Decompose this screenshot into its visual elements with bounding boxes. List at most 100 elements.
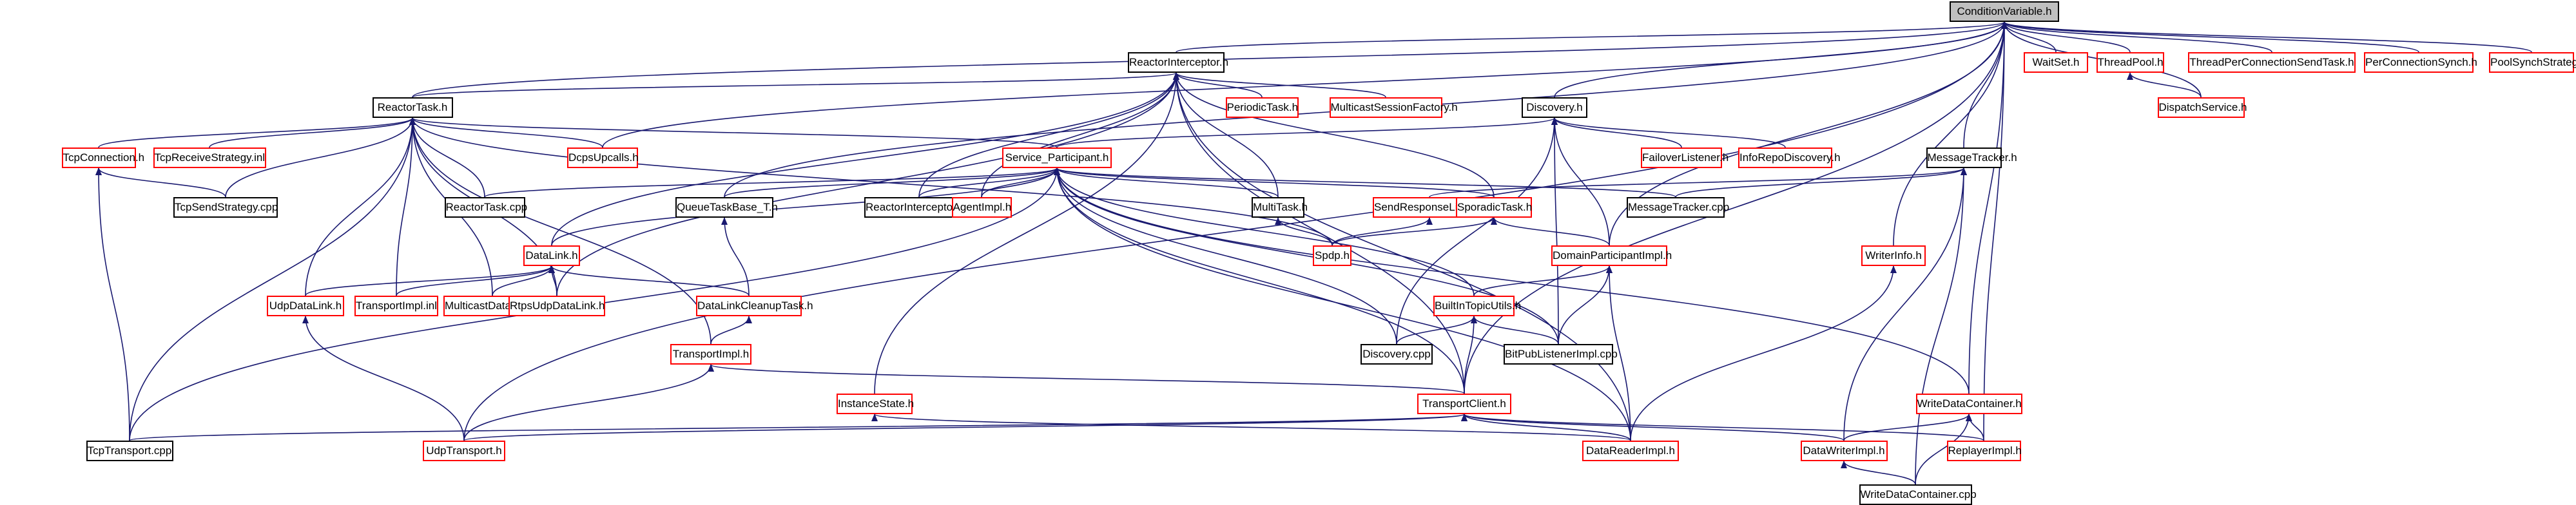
edge-rtcpp-to-rt (409, 117, 485, 198)
edge-trs-to-rt (209, 117, 416, 148)
graph-node-udl[interactable]: UdpDataLink.h (267, 296, 344, 316)
graph-node-qtb[interactable]: QueueTaskBase_T.h (675, 197, 778, 218)
edge-rt-to-ri (412, 72, 1179, 98)
edge-dl-to-sp (551, 167, 1060, 246)
graph-node-dwi[interactable]: DataWriterImpl.h (1800, 441, 1888, 461)
edge-udl-to-rt (305, 117, 416, 296)
edge-rpi-to-cv (1983, 21, 2008, 441)
edge-sp-to-disc (1056, 117, 1558, 148)
graph-node-sp[interactable]: Service_Participant.h (1002, 148, 1112, 168)
edge-st-to-sp (1054, 167, 1495, 198)
graph-node-ws[interactable]: WaitSet.h (2024, 52, 2088, 73)
edge-ird-to-disc (1551, 117, 1786, 148)
graph-node-tpcst[interactable]: ThreadPerConnectionSendTask.h (2188, 52, 2356, 73)
graph-node-tc[interactable]: TcpConnection.h (61, 148, 144, 168)
graph-node-disc[interactable]: Discovery.h (1522, 97, 1587, 118)
graph-node-du[interactable]: DcpsUpcalls.h (567, 148, 639, 168)
edge-tpcst-to-cv (2001, 21, 2272, 53)
graph-node-rtcpp[interactable]: ReactorTask.cpp (444, 197, 527, 218)
graph-node-bpli[interactable]: BitPubListenerImpl.cpp (1504, 344, 1618, 365)
edge-mtask-to-sp (1054, 167, 1279, 198)
edge-wdc-to-sp (1054, 167, 1970, 394)
edge-dwi-to-wdc (1843, 414, 1972, 441)
graph-node-dl[interactable]: DataLink.h (523, 245, 580, 266)
graph-node-tss[interactable]: TcpSendStrategy.cpp (173, 197, 278, 218)
edge-ti-to-rt (396, 117, 416, 296)
graph-node-spdp[interactable]: Spdp.h (1313, 245, 1351, 266)
edge-ttcpp-to-rt (129, 117, 416, 441)
graph-node-msf[interactable]: MulticastSessionFactory.h (1329, 97, 1458, 118)
edge-dl-to-ri (551, 72, 1179, 246)
graph-node-ird[interactable]: InfoRepoDiscovery.h (1738, 148, 1841, 168)
graph-node-rudl[interactable]: RtpsUdpDataLink.h (508, 296, 605, 316)
graph-node-st[interactable]: SporadicTask.h (1456, 197, 1532, 218)
edge-wdc-to-cv (1968, 21, 2008, 394)
graph-node-wi[interactable]: WriterInfo.h (1861, 245, 1926, 266)
edge-spdp-to-srl (1332, 217, 1433, 246)
graph-node-btu[interactable]: BuiltInTopicUtils.h (1433, 296, 1521, 316)
graph-node-mt[interactable]: MessageTracker.h (1926, 148, 2017, 168)
edge-sp-to-rt (409, 117, 1058, 148)
graph-node-ds[interactable]: DispatchService.h (2157, 97, 2247, 118)
edge-tss-to-tc (95, 167, 226, 198)
graph-node-ttcpp[interactable]: TcpTransport.cpp (86, 441, 173, 461)
edge-rpi-to-tcl (1461, 414, 1984, 441)
graph-node-tcl[interactable]: TransportClient.h (1417, 394, 1511, 414)
graph-node-cv[interactable]: ConditionVariable.h (1950, 1, 2059, 22)
edge-tcl-to-sp (1054, 167, 1465, 394)
edge-ttcpp-to-tcl (129, 414, 1467, 441)
edge-dlct-to-dl (548, 265, 750, 296)
edge-btu-to-dpi (1473, 265, 1612, 296)
graph-node-is[interactable]: InstanceState.h (837, 394, 914, 414)
edge-wi-to-cv (1893, 21, 2008, 246)
graph-node-mtcpp[interactable]: MessageTracker.cpp (1627, 197, 1729, 218)
edge-tc-to-rt (98, 117, 416, 148)
graph-node-trs[interactable]: TcpReceiveStrategy.inl (153, 148, 266, 168)
edge-dri-to-wi (1630, 265, 1897, 441)
edge-ds-to-tp (2127, 72, 2202, 98)
edge-disccpp-to-sp (1054, 167, 1397, 345)
graph-node-pt[interactable]: PeriodicTask.h (1225, 97, 1299, 118)
graph-node-rpi[interactable]: ReplayerImpl.h (1946, 441, 2022, 461)
graph-node-dpi[interactable]: DomainParticipantImpl.h (1551, 245, 1672, 266)
edge-ut-to-tcl (463, 414, 1467, 441)
edge-bpli-to-dpi (1558, 265, 1612, 345)
edge-mtcpp-to-sp (1054, 167, 1676, 198)
edge-dri-to-dpi (1606, 265, 1631, 441)
edge-spdp-to-mtask (1275, 217, 1333, 246)
graph-node-mtask[interactable]: MultiTask.h (1252, 197, 1308, 218)
edge-wdccpp-to-mt (1915, 167, 1967, 485)
graph-node-ai[interactable]: AgentImpl.h (951, 197, 1012, 218)
edge-tcl-to-btu (1464, 316, 1477, 394)
edge-disc-to-cv (1554, 21, 2008, 98)
graph-node-wdc[interactable]: WriteDataContainer.h (1915, 394, 2022, 414)
graph-node-ri[interactable]: ReactorInterceptor.h (1128, 52, 1228, 73)
edge-dpi-to-disc (1551, 117, 1610, 246)
edge-bpli-to-btu (1471, 316, 1559, 345)
edge-is-to-ri (874, 72, 1179, 394)
graph-node-disccpp[interactable]: Discovery.cpp (1361, 344, 1433, 365)
edge-spdp-to-st (1332, 217, 1497, 246)
graph-node-dlct[interactable]: DataLinkCleanupTask.h (696, 296, 813, 316)
edge-ricpp-to-sp (918, 167, 1060, 198)
edge-rpi-to-wdc (1966, 414, 1984, 441)
edge-ri-to-cv (1176, 21, 2008, 53)
graph-node-wdccpp[interactable]: WriteDataContainer.cpp (1859, 484, 1977, 505)
edge-tp-to-cv (2001, 21, 2131, 53)
graph-node-ut[interactable]: UdpTransport.h (423, 441, 505, 461)
graph-node-dri[interactable]: DataReaderImpl.h (1582, 441, 1679, 461)
graph-node-tp[interactable]: ThreadPool.h (2096, 52, 2164, 73)
graph-node-pcs[interactable]: PerConnectionSynch.h (2364, 52, 2477, 73)
graph-node-ti[interactable]: TransportImpl.inl (354, 296, 438, 316)
edge-bpli-to-sp (1054, 167, 1559, 345)
graph-node-tih[interactable]: TransportImpl.h (670, 344, 751, 365)
edge-msf-to-ri (1173, 72, 1386, 98)
edge-ut-to-udl (302, 316, 465, 441)
graph-node-rt[interactable]: ReactorTask.h (372, 97, 453, 118)
edge-udl-to-dl (305, 265, 555, 296)
graph-node-pss[interactable]: PoolSynchStrategy.h (2489, 52, 2576, 73)
edge-mt-to-cv (1963, 21, 2008, 148)
graph-node-fl[interactable]: FailoverListener.h (1641, 148, 1729, 168)
